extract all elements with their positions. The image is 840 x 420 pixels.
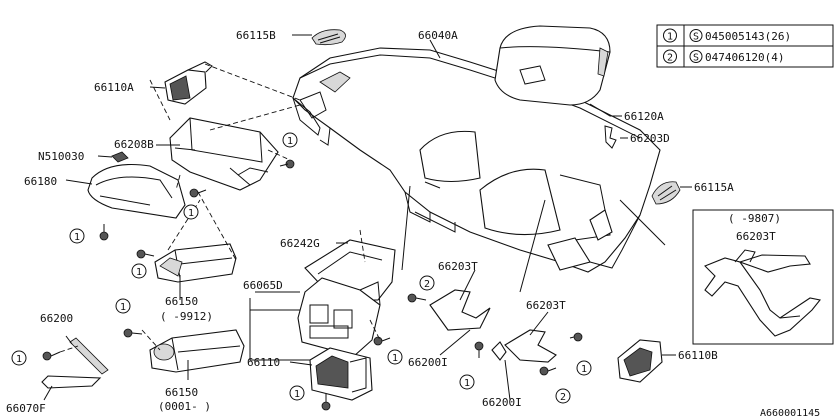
label-66065D: 66065D xyxy=(243,279,283,292)
label-66203D: 66203D xyxy=(630,132,670,145)
label-N510030: N510030 xyxy=(38,150,84,163)
legend-row-1-number: 1 xyxy=(667,32,673,43)
defroster-grille-66115B-drawing xyxy=(311,29,346,46)
label-66203T-upper: 66203T xyxy=(438,260,478,273)
callout-2: 2 xyxy=(560,392,566,403)
trim-66070F-drawing xyxy=(41,375,102,389)
label-66115B: 66115B xyxy=(236,29,276,42)
callout-1: 1 xyxy=(16,354,22,365)
legend-table: 1 S 045005143(26) 2 S 047406120(4) xyxy=(656,24,834,68)
label-66150-upper: 66150 xyxy=(165,295,198,308)
meter-visor-66180-drawing xyxy=(87,163,186,219)
ashtray-66150-lower-drawing xyxy=(149,329,245,373)
callout-markers: 1 1 1 1 1 1 1 1 1 1 2 2 xyxy=(11,132,592,404)
label-66110A: 66110A xyxy=(94,81,134,94)
label-66242G: 66242G xyxy=(280,237,320,250)
legend-row-1-number-badge xyxy=(663,28,677,43)
legend-row-1-screw-symbol-badge xyxy=(689,29,703,42)
callout-1: 1 xyxy=(287,136,293,147)
label-66200I-right: 66200I xyxy=(482,396,522,409)
callout-1: 1 xyxy=(136,267,142,278)
ashtray-66150-upper-drawing xyxy=(154,243,237,283)
legend-row-1-symbol: S xyxy=(693,32,699,43)
bracket-66203T-b-drawing xyxy=(504,329,557,363)
defroster-grille-66115A-drawing xyxy=(651,181,681,205)
callout-2: 2 xyxy=(424,279,430,290)
clip-66200I-drawing xyxy=(491,341,507,361)
callout-1: 1 xyxy=(188,208,194,219)
label-66208B: 66208B xyxy=(114,138,154,151)
callout-1: 1 xyxy=(294,389,300,400)
leader-lines xyxy=(43,34,692,401)
label-66203T-inset: 66203T xyxy=(736,230,776,243)
legend-row-2-symbol: S xyxy=(693,53,699,64)
label-66150-lower-range: (0001- ) xyxy=(158,400,211,413)
callout-1: 1 xyxy=(120,302,126,313)
label-66150-lower: 66150 xyxy=(165,386,198,399)
callout-1: 1 xyxy=(581,364,587,375)
center-vent-66110-drawing xyxy=(309,347,373,401)
bracket-66203D-drawing xyxy=(604,125,617,149)
legend-row-1-part-number: 045005143(26) xyxy=(705,30,791,43)
side-vent-66110B-drawing xyxy=(617,339,663,383)
center-console-panel-drawing xyxy=(297,239,396,357)
label-66200I-left: 66200I xyxy=(408,356,448,369)
trim-strip-66200-drawing xyxy=(69,337,109,375)
label-66040A: 66040A xyxy=(418,29,458,42)
legend-row-2-number: 2 xyxy=(667,53,673,64)
diagram-id: A660001145 xyxy=(760,408,820,419)
inset-range-label: ( -9807) xyxy=(728,212,781,225)
label-66120A: 66120A xyxy=(624,110,664,123)
inset-detail-box xyxy=(692,209,834,345)
label-66150-upper-range: ( -9912) xyxy=(160,310,213,323)
label-66180: 66180 xyxy=(24,175,57,188)
bracket-66203T-a-drawing xyxy=(429,289,491,331)
label-66110: 66110 xyxy=(247,356,280,369)
label-66200: 66200 xyxy=(40,312,73,325)
pocket-66208B-drawing xyxy=(169,117,279,191)
legend-row-2-part-number: 047406120(4) xyxy=(705,51,784,64)
clip-N510030-drawing xyxy=(111,151,129,163)
callout-1: 1 xyxy=(392,353,398,364)
callout-1: 1 xyxy=(464,378,470,389)
passenger-airbag-lid-drawing xyxy=(494,25,611,106)
label-66203T-lower: 66203T xyxy=(526,299,566,312)
instrument-panel-drawing xyxy=(292,47,661,273)
label-66110B: 66110B xyxy=(678,349,718,362)
legend-row-2-number-badge xyxy=(663,49,677,64)
side-vent-66110A-drawing xyxy=(164,61,213,105)
screw-fasteners xyxy=(42,159,583,411)
legend-row-2-screw-symbol-badge xyxy=(689,50,703,63)
callout-1: 1 xyxy=(74,232,80,243)
label-66070F: 66070F xyxy=(6,402,46,415)
part-labels: 66115B 66040A 66110A 66120A 66203D 66208… xyxy=(6,29,820,419)
label-66115A: 66115A xyxy=(694,181,734,194)
